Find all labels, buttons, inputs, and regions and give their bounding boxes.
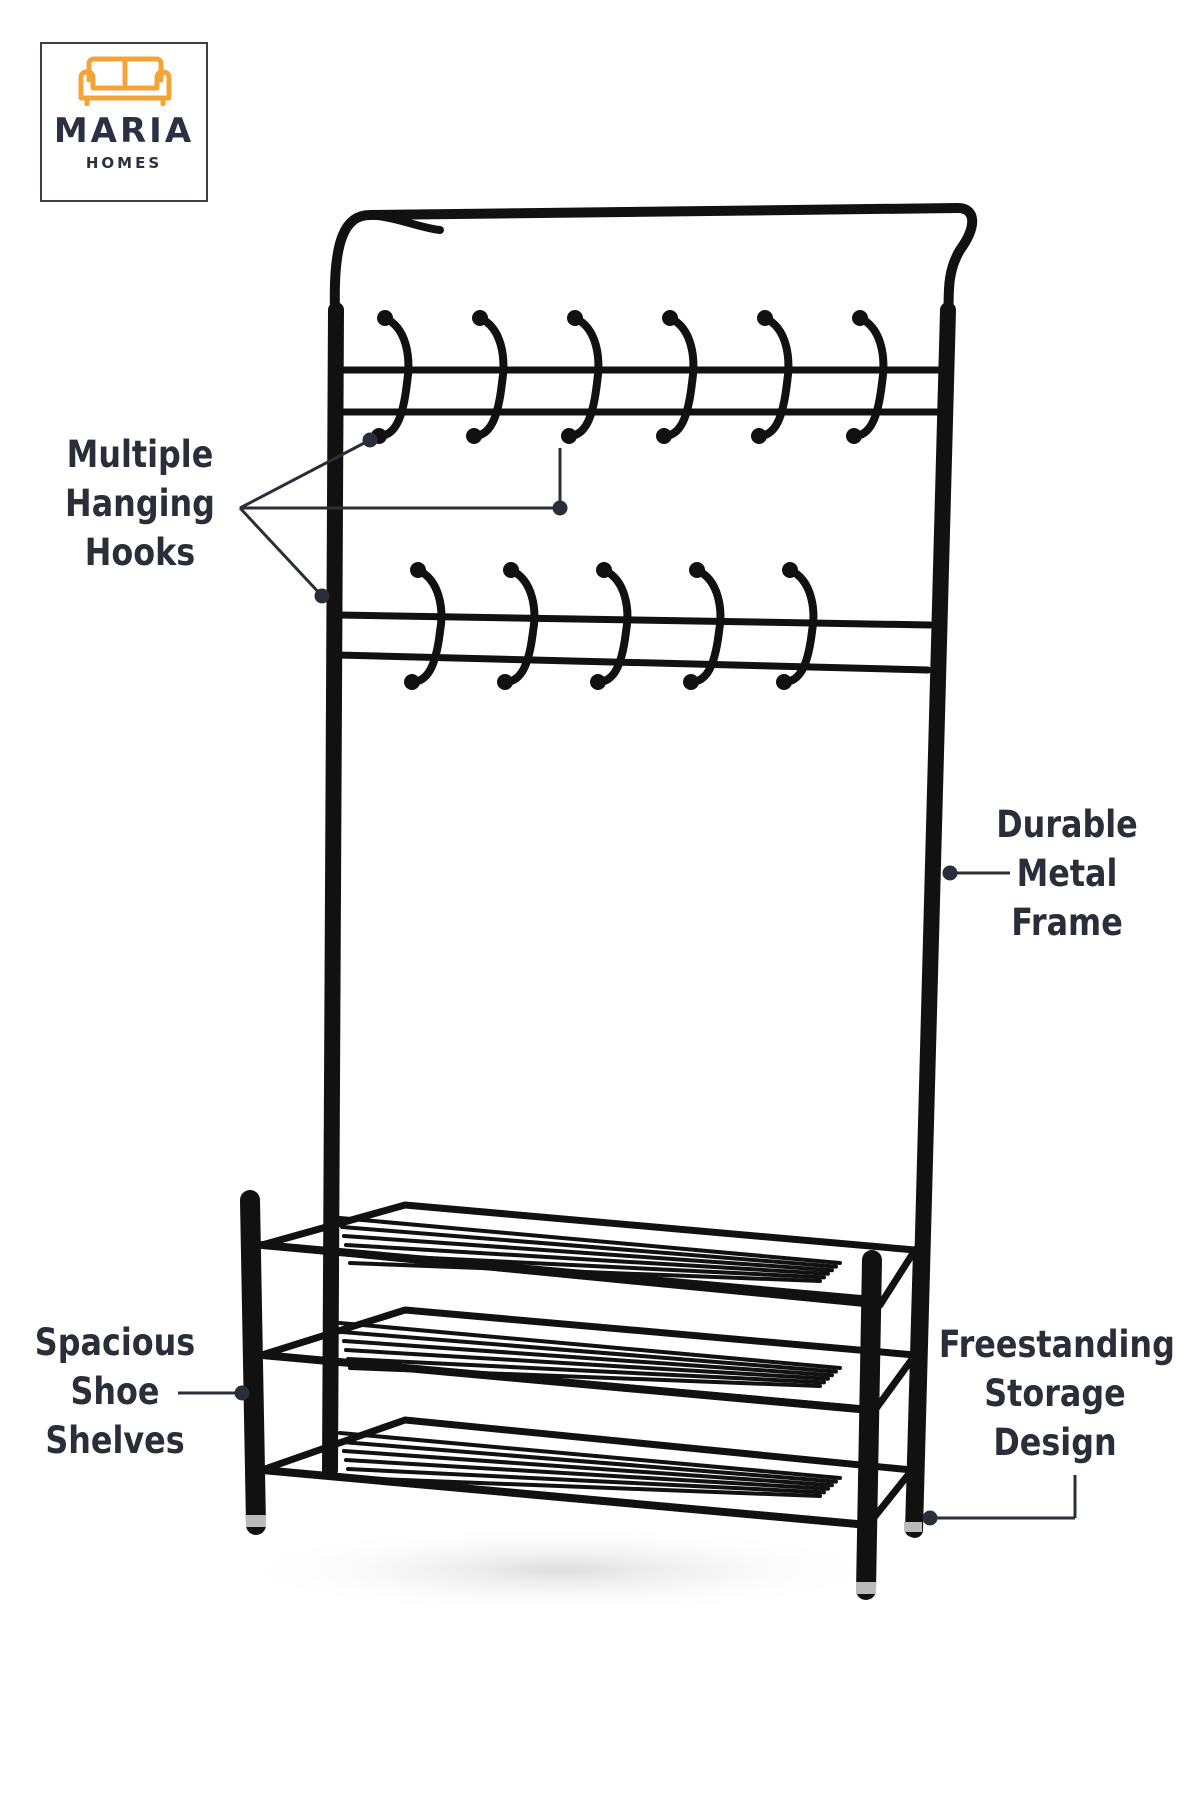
- hook-upper-6: [846, 310, 888, 444]
- hook-lower-4: [683, 562, 725, 690]
- shelf-slat: [338, 1321, 842, 1370]
- shoe-shelf-bottom: [258, 1416, 916, 1529]
- hook-upper-3: [561, 310, 603, 444]
- hook-lower-5: [776, 562, 818, 690]
- callout-hooks: Multiple Hanging Hooks: [54, 430, 226, 577]
- foot-front-left: [246, 1515, 266, 1527]
- lower-hook-bar-top: [334, 611, 934, 629]
- shelf-slat: [346, 1252, 826, 1280]
- shelf-slat: [348, 1476, 822, 1498]
- shelf-leg-front-right: [856, 1250, 882, 1600]
- hook-lower-3: [590, 562, 632, 690]
- shelf-slat: [342, 1234, 834, 1273]
- top-rail: [329, 203, 978, 320]
- shelf-slat: [344, 1458, 830, 1491]
- shelf-slat: [340, 1225, 838, 1269]
- callout-shelves-line-3: Shelves: [45, 1419, 185, 1462]
- shelf-slat: [348, 1261, 822, 1283]
- sofa-icon: [78, 56, 172, 106]
- hook-upper-4: [656, 310, 698, 444]
- callout-frame-line-1: Durable: [996, 803, 1138, 846]
- callout-hooks-line-2: Hanging: [65, 482, 215, 525]
- shelves-leader: [178, 1385, 250, 1401]
- callout-frame-line-2: Metal: [1016, 852, 1118, 895]
- shelf-slat: [342, 1449, 834, 1488]
- shelf-leg-back-right: [905, 1243, 927, 1537]
- shelf-leg-front-left: [240, 1190, 266, 1535]
- floor-shadow: [230, 1525, 890, 1615]
- lower-hook-bar-bottom: [334, 651, 932, 674]
- hook-upper-1: [371, 310, 413, 444]
- brand-tagline: HOMES: [85, 154, 163, 172]
- callout-shelves-line-2: Shoe: [70, 1370, 160, 1413]
- hooks-leader: [238, 432, 568, 604]
- callout-freestanding: Freestanding Storage Design: [938, 1320, 1175, 1467]
- top-rail-curve-left: [366, 211, 444, 234]
- callout-freestanding-line-1: Freestanding: [938, 1323, 1175, 1366]
- hooks-upper-row: [371, 310, 888, 444]
- shelf-slat: [342, 1339, 834, 1378]
- shelf-slat: [346, 1467, 826, 1495]
- shelf-slat: [344, 1243, 830, 1276]
- foot-front-right: [856, 1582, 876, 1594]
- shelf-slat: [344, 1348, 830, 1381]
- hook-lower-1: [404, 562, 446, 690]
- brand-name: MARIA: [53, 111, 195, 151]
- frame-leader: [942, 865, 1010, 881]
- shelf-slat: [338, 1216, 842, 1265]
- callout-shelves-line-1: Spacious: [34, 1321, 196, 1364]
- shelf-slat: [348, 1366, 822, 1388]
- brand-logo: MARIA HOMES: [40, 42, 208, 202]
- callout-frame: Durable Metal Frame: [985, 800, 1148, 947]
- foot-back-right: [904, 1522, 922, 1532]
- hook-upper-2: [466, 310, 508, 444]
- callout-freestanding-line-3: Design: [993, 1421, 1117, 1464]
- callout-shelves: Spacious Shoe Shelves: [25, 1318, 206, 1465]
- shelf-slat: [340, 1440, 838, 1484]
- frame-post-left: [322, 302, 344, 1478]
- shelf-slat: [338, 1431, 842, 1480]
- shelf-slat: [346, 1357, 826, 1385]
- coat-rack: [240, 203, 978, 1600]
- hook-upper-5: [751, 310, 793, 444]
- callout-hooks-line-3: Hooks: [84, 531, 196, 574]
- hooks-lower-row: [404, 562, 818, 690]
- shoe-shelf-top: [258, 1201, 919, 1309]
- shoe-shelf-middle: [258, 1306, 919, 1414]
- freestanding-leader: [922, 1475, 1077, 1526]
- callout-freestanding-line-2: Storage: [984, 1372, 1126, 1415]
- callout-hooks-line-1: Multiple: [66, 433, 214, 476]
- callout-frame-line-3: Frame: [1011, 901, 1123, 944]
- callout-leaders: [178, 432, 1077, 1526]
- hook-lower-2: [497, 562, 539, 690]
- shelf-slat: [340, 1330, 838, 1374]
